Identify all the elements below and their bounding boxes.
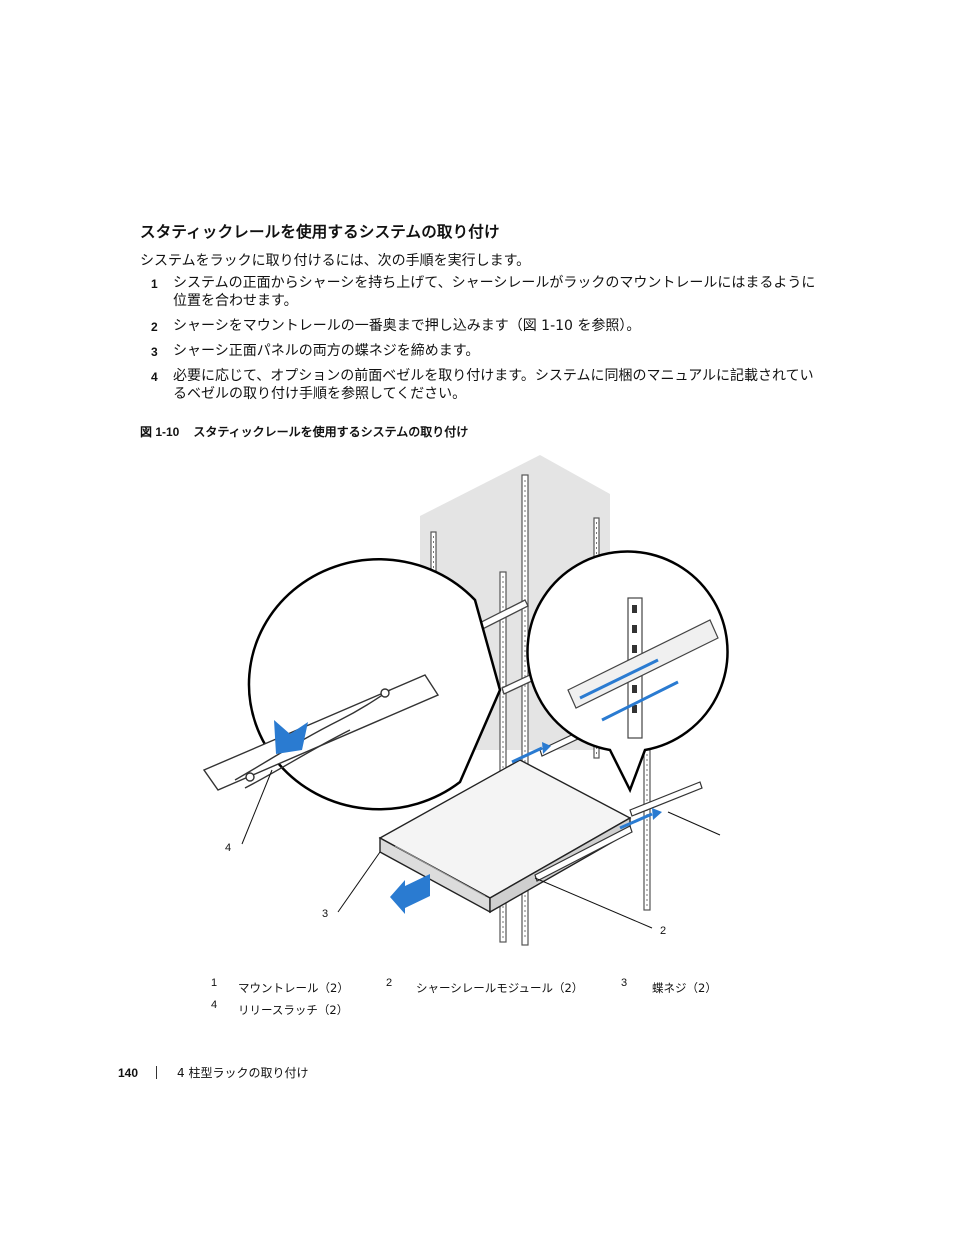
step-number: 1 [151, 277, 158, 291]
callout-2: 2 [660, 925, 666, 937]
step-item: 3 シャーシ正面パネルの両方の蝶ネジを締めます。 [140, 342, 820, 360]
step-number: 2 [151, 320, 158, 334]
figure-title: スタティックレールを使用するシステムの取り付け [193, 425, 469, 439]
step-number: 3 [151, 345, 158, 359]
callout-leaders [241, 769, 721, 929]
rack-installation-illustration: 1 2 3 4 [202, 455, 729, 946]
legend-number: 2 [386, 977, 393, 989]
step-item: 1 システムの正面からシャーシを持ち上げて、シャーシレールがラックのマウントレー… [140, 274, 820, 310]
step-text: シャーシ正面パネルの両方の蝶ネジを締めます。 [173, 343, 480, 359]
server-chassis [378, 759, 632, 914]
legend-number: 1 [211, 977, 218, 989]
legend-number: 4 [211, 999, 218, 1011]
footer-divider [156, 1066, 158, 1079]
figure-caption: 図 1-10 スタティックレールを使用するシステムの取り付け [140, 423, 468, 440]
callout-4: 4 [225, 842, 231, 854]
step-item: 2 シャーシをマウントレールの一番奥まで押し込みます（図 1-10 を参照）。 [140, 317, 820, 335]
chapter-title: 4 柱型ラックの取り付け [177, 1066, 309, 1080]
push-arrow-icon [390, 874, 430, 914]
section-heading: スタティックレールを使用するシステムの取り付け [140, 223, 500, 241]
step-text: シャーシをマウントレールの一番奥まで押し込みます（図 1-10 を参照）。 [173, 318, 641, 334]
legend-label: リリースラッチ（2） [238, 1003, 349, 1017]
step-number: 4 [151, 370, 158, 384]
page-footer: 140 4 柱型ラックの取り付け [118, 1064, 308, 1081]
rail-alignment-detail [526, 550, 729, 794]
callout-3: 3 [322, 908, 328, 920]
mounting-rail-lower [629, 781, 703, 817]
legend-label: 蝶ネジ（2） [652, 981, 717, 995]
latch-arrow-icon [274, 720, 308, 754]
legend-label: シャーシレールモジュール（2） [416, 981, 584, 995]
legend-number: 3 [621, 977, 628, 989]
release-latch-detail [202, 558, 502, 811]
legend-label: マウントレール（2） [238, 981, 349, 995]
page-number: 140 [118, 1066, 139, 1080]
step-list: 1 システムの正面からシャーシを持ち上げて、シャーシレールがラックのマウントレー… [140, 274, 820, 410]
intro-text: システムをラックに取り付けるには、次の手順を実行します。 [140, 253, 531, 269]
step-text: システムの正面からシャーシを持ち上げて、シャーシレールがラックのマウントレールに… [173, 275, 816, 309]
alignment-arrows [511, 742, 662, 830]
step-item: 4 必要に応じて、オプションの前面ベゼルを取り付けます。システムに同梱のマニュア… [140, 367, 820, 403]
step-text: 必要に応じて、オプションの前面ベゼルを取り付けます。システムに同梱のマニュアルに… [173, 368, 814, 402]
figure-number: 図 1-10 [140, 425, 180, 439]
